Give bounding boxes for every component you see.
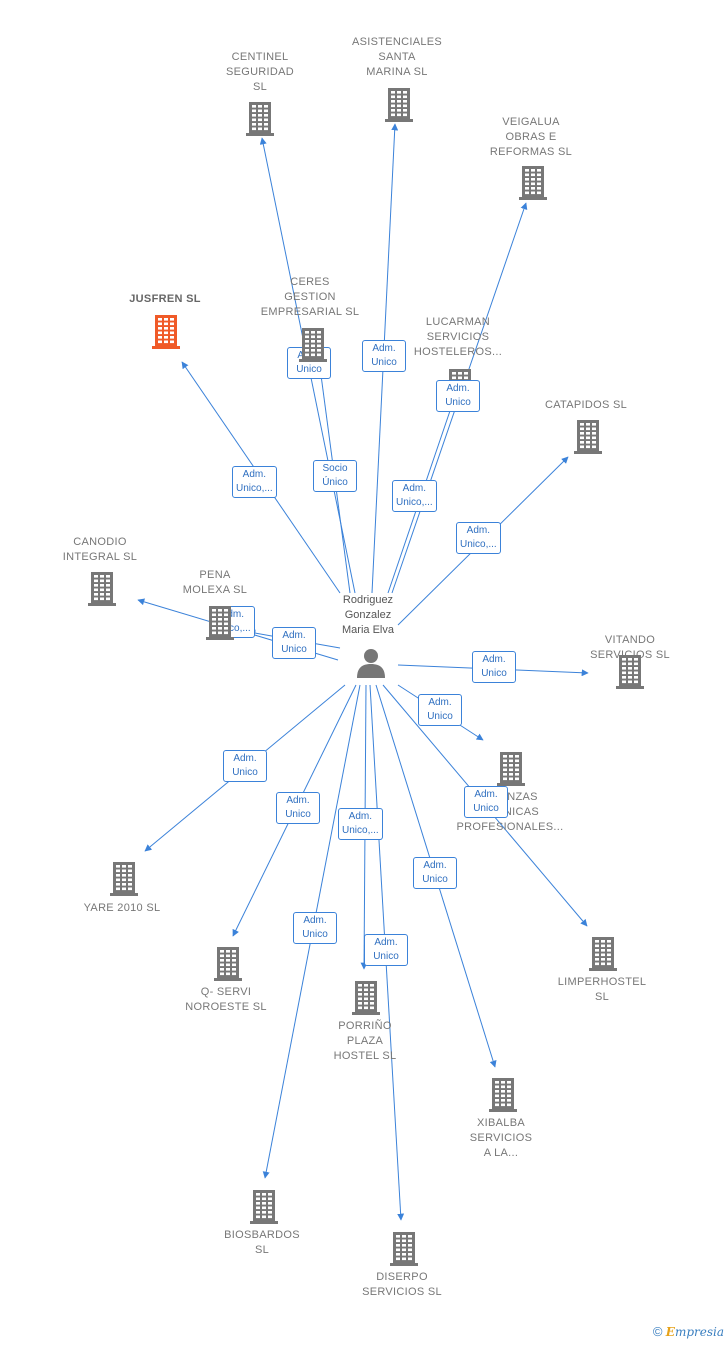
building-icon[interactable] <box>87 570 117 606</box>
building-icon[interactable] <box>213 945 243 981</box>
relation-label-alianzas: Adm. Unico <box>418 694 462 726</box>
building-icon[interactable] <box>588 935 618 971</box>
relation-label-biosbardos: Adm. Unico <box>293 912 337 944</box>
company-label-centinel[interactable]: CENTINEL SEGURIDAD SL <box>225 51 295 93</box>
building-icon[interactable] <box>518 164 548 200</box>
company-label-lucarman[interactable]: LUCARMAN SERVICIOS HOSTELEROS... <box>413 316 503 358</box>
company-label-ceres[interactable]: CERES GESTION EMPRESARIAL SL <box>260 276 360 318</box>
copyright-symbol: © <box>652 1324 663 1339</box>
relation-label-limperhostel: Adm. Unico <box>464 786 508 818</box>
building-icon[interactable] <box>249 1188 279 1224</box>
company-label-porrino[interactable]: PORRIÑO PLAZA HOSTEL SL <box>333 1020 397 1062</box>
building-icon[interactable] <box>573 418 603 454</box>
company-label-limperhostel[interactable]: LIMPERHOSTEL SL <box>557 976 647 1003</box>
building-icon[interactable] <box>615 653 645 689</box>
relation-label-xibalba: Adm. Unico <box>413 857 457 889</box>
relation-label-lucarman: Adm. Unico <box>436 380 480 412</box>
relation-label-porrino: Adm. Unico,... <box>338 808 383 840</box>
relation-label-catapidos: Adm. Unico,... <box>456 522 501 554</box>
building-icon[interactable] <box>389 1230 419 1266</box>
person-icon <box>357 649 385 678</box>
building-icon[interactable] <box>351 979 381 1015</box>
company-label-pena[interactable]: PENA MOLEXA SL <box>182 569 248 596</box>
relation-label-pena: Adm. Unico <box>272 627 316 659</box>
building-icon[interactable] <box>109 860 139 896</box>
company-label-catapidos[interactable]: CATAPIDOS SL <box>544 399 628 411</box>
company-label-vitando[interactable]: VITANDO SERVICIOS SL <box>590 634 670 661</box>
relation-label-yare: Adm. Unico <box>223 750 267 782</box>
center-person-name: Rodriguez Gonzalez Maria Elva <box>342 594 394 636</box>
relation-label-veigalua: Adm. Unico,... <box>392 480 437 512</box>
company-label-diserpo[interactable]: DISERPO SERVICIOS SL <box>362 1271 442 1298</box>
building-icon[interactable] <box>496 750 526 786</box>
relation-label-diserpo: Adm. Unico <box>364 934 408 966</box>
building-icon[interactable] <box>488 1076 518 1112</box>
relation-label-ceres: Socio Único <box>313 460 357 492</box>
building-icon[interactable] <box>298 326 328 362</box>
empresia-watermark: © Empresia <box>653 1324 724 1339</box>
brand-name: Empresia <box>665 1325 724 1339</box>
relation-label-vitando: Adm. Unico <box>472 651 516 683</box>
company-label-yare[interactable]: YARE 2010 SL <box>83 902 161 914</box>
company-label-veigalua[interactable]: VEIGALUA OBRAS E REFORMAS SL <box>489 116 573 158</box>
building-icon[interactable] <box>151 313 181 349</box>
building-icon[interactable] <box>384 86 414 122</box>
relation-label-qservi: Adm. Unico <box>276 792 320 824</box>
relation-label-jusfren: Adm. Unico,... <box>232 466 277 498</box>
company-label-jusfren[interactable]: JUSFREN SL <box>129 293 201 305</box>
building-icon[interactable] <box>205 604 235 640</box>
company-label-canodio[interactable]: CANODIO INTEGRAL SL <box>62 536 138 563</box>
company-label-qservi[interactable]: Q- SERVI NOROESTE SL <box>185 986 267 1013</box>
building-icon[interactable] <box>245 100 275 136</box>
company-label-biosbardos[interactable]: BIOSBARDOS SL <box>224 1229 300 1256</box>
relation-label-asistenciales: Adm. Unico <box>362 340 406 372</box>
company-label-asistenciales[interactable]: ASISTENCIALES SANTA MARINA SL <box>351 36 443 78</box>
company-label-xibalba[interactable]: XIBALBA SERVICIOS A LA... <box>469 1117 533 1159</box>
